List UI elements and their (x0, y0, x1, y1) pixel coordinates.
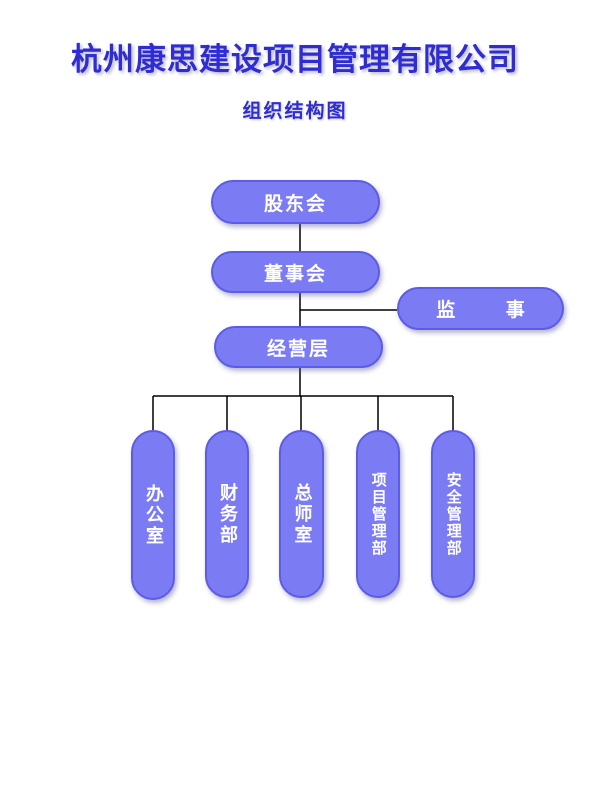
node-shareholders-meeting: 股东会 (211, 180, 380, 224)
node-board-of-directors: 董事会 (211, 251, 380, 293)
company-title: 杭州康思建设项目管理有限公司 (71, 42, 519, 78)
node-supervisor: 监 事 (397, 287, 564, 330)
node-management: 经营层 (214, 326, 383, 368)
node-chief-engineer-office: 总师室 (279, 430, 324, 598)
node-finance-dept: 财务部 (205, 430, 249, 598)
node-office: 办公室 (131, 430, 175, 600)
node-safety-management-dept: 安全管理部 (431, 430, 475, 598)
chart-subtitle: 组织结构图 (242, 100, 348, 122)
node-project-management-dept: 项目管理部 (356, 430, 400, 598)
